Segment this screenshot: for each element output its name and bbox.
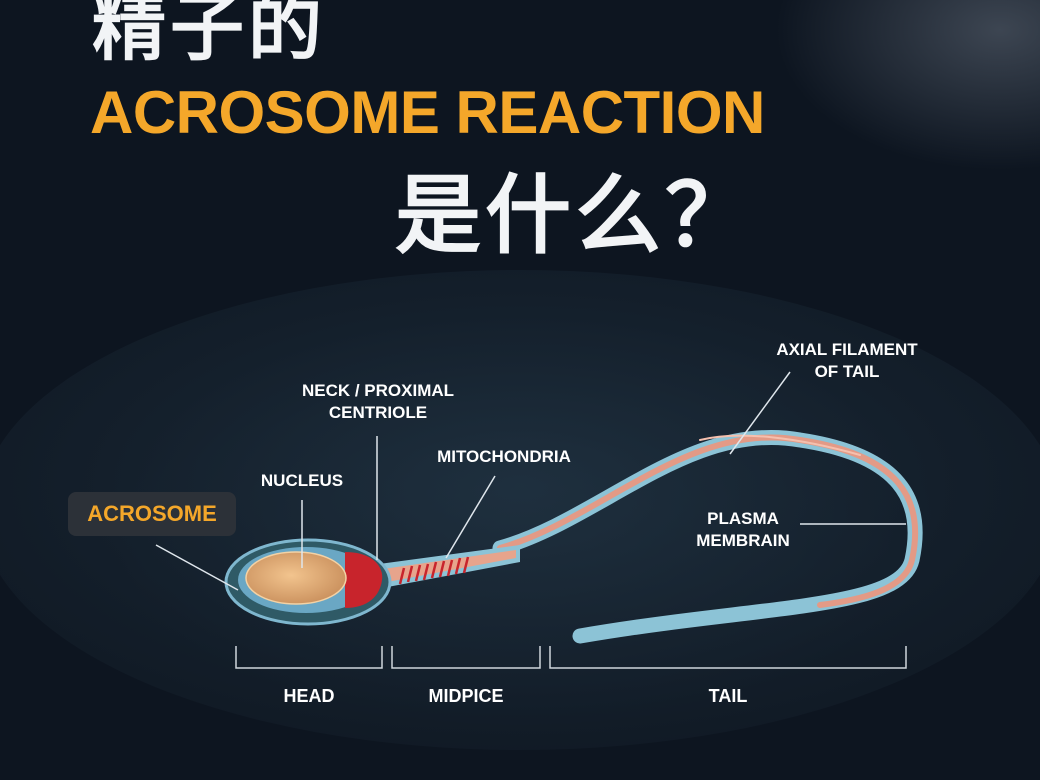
title-line-chinese-1: 精子的 — [92, 0, 326, 71]
axial-filament-label-line1: AXIAL FILAMENT — [776, 340, 918, 359]
leader-axial — [729, 371, 791, 455]
acrosome-label: ACROSOME — [68, 492, 236, 536]
title-line-english: ACROSOME REACTION — [90, 79, 765, 146]
midpiece-core — [376, 550, 516, 584]
nucleus-label-text: NUCLEUS — [260, 471, 344, 490]
backdrop-ellipse — [0, 270, 1040, 750]
axial-filament-label: AXIAL FILAMENT OF TAIL — [766, 339, 928, 383]
plasma-membrane-label: PLASMA MEMBRAIN — [686, 508, 800, 552]
bracket-midpiece — [391, 646, 541, 669]
neck-label-line2: CENTRIOLE — [328, 403, 428, 422]
title-line-chinese-2: 是什么？ — [395, 166, 755, 266]
leader-acrosome — [155, 544, 239, 591]
bracket-head — [235, 646, 383, 669]
mitochondria-coils — [398, 556, 470, 585]
section-tail-label: TAIL — [708, 686, 748, 706]
nucleus-label: NUCLEUS — [254, 470, 350, 492]
section-midpiece-label: MIDPICE — [428, 686, 504, 706]
neck-label-line1: NECK / PROXIMAL — [301, 381, 455, 400]
nucleus — [245, 551, 347, 605]
axial-filament-label-line2: OF TAIL — [814, 362, 880, 381]
plasma-membrane-label-line1: PLASMA — [707, 509, 779, 528]
section-brackets — [235, 646, 907, 669]
mitochondria-label: MITOCHONDRIA — [424, 446, 584, 468]
tail-filament-highlight — [699, 434, 861, 456]
neck-centriole — [345, 552, 383, 608]
mitochondria-label-text: MITOCHONDRIA — [437, 447, 571, 466]
leader-mitochondria — [445, 475, 496, 559]
plasma-membrane-label-line2: MEMBRAIN — [696, 531, 790, 550]
neck-label: NECK / PROXIMAL CENTRIOLE — [286, 380, 470, 424]
leader-lines — [155, 371, 906, 591]
bracket-tail — [549, 646, 907, 669]
section-head-label: HEAD — [283, 686, 335, 706]
